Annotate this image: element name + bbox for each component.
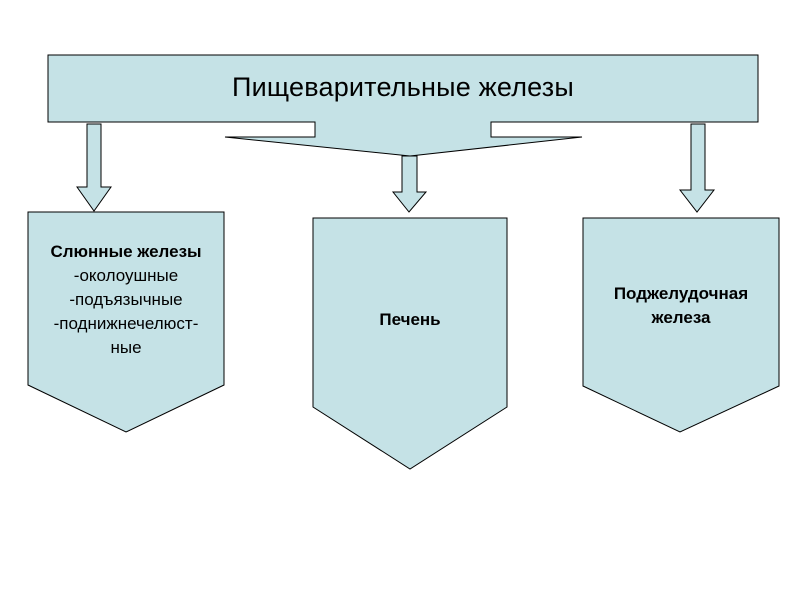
left-down-arrow [76,123,112,212]
pancreas-box [582,217,780,433]
salivary-glands-title: Слюнные железы [50,242,202,261]
salivary-item-submandibular-part1: -поднижнечелюст- [53,314,199,333]
salivary-item-sublingual: -подъязычные [69,290,183,309]
header-banner-shape [47,54,759,157]
center-down-arrow [391,155,428,213]
salivary-item-submandibular-part2: ные [110,338,142,357]
liver-box [312,217,508,470]
pancreas-title-line1: Поджелудочная [613,284,749,303]
salivary-glands-box [27,211,225,433]
salivary-item-parotid: -околоушные [73,266,179,285]
diagram-title: Пищеварительные железы [232,72,574,102]
right-down-arrow [678,123,716,213]
liver-title: Печень [379,310,441,329]
pancreas-title-line2: железа [651,308,711,327]
